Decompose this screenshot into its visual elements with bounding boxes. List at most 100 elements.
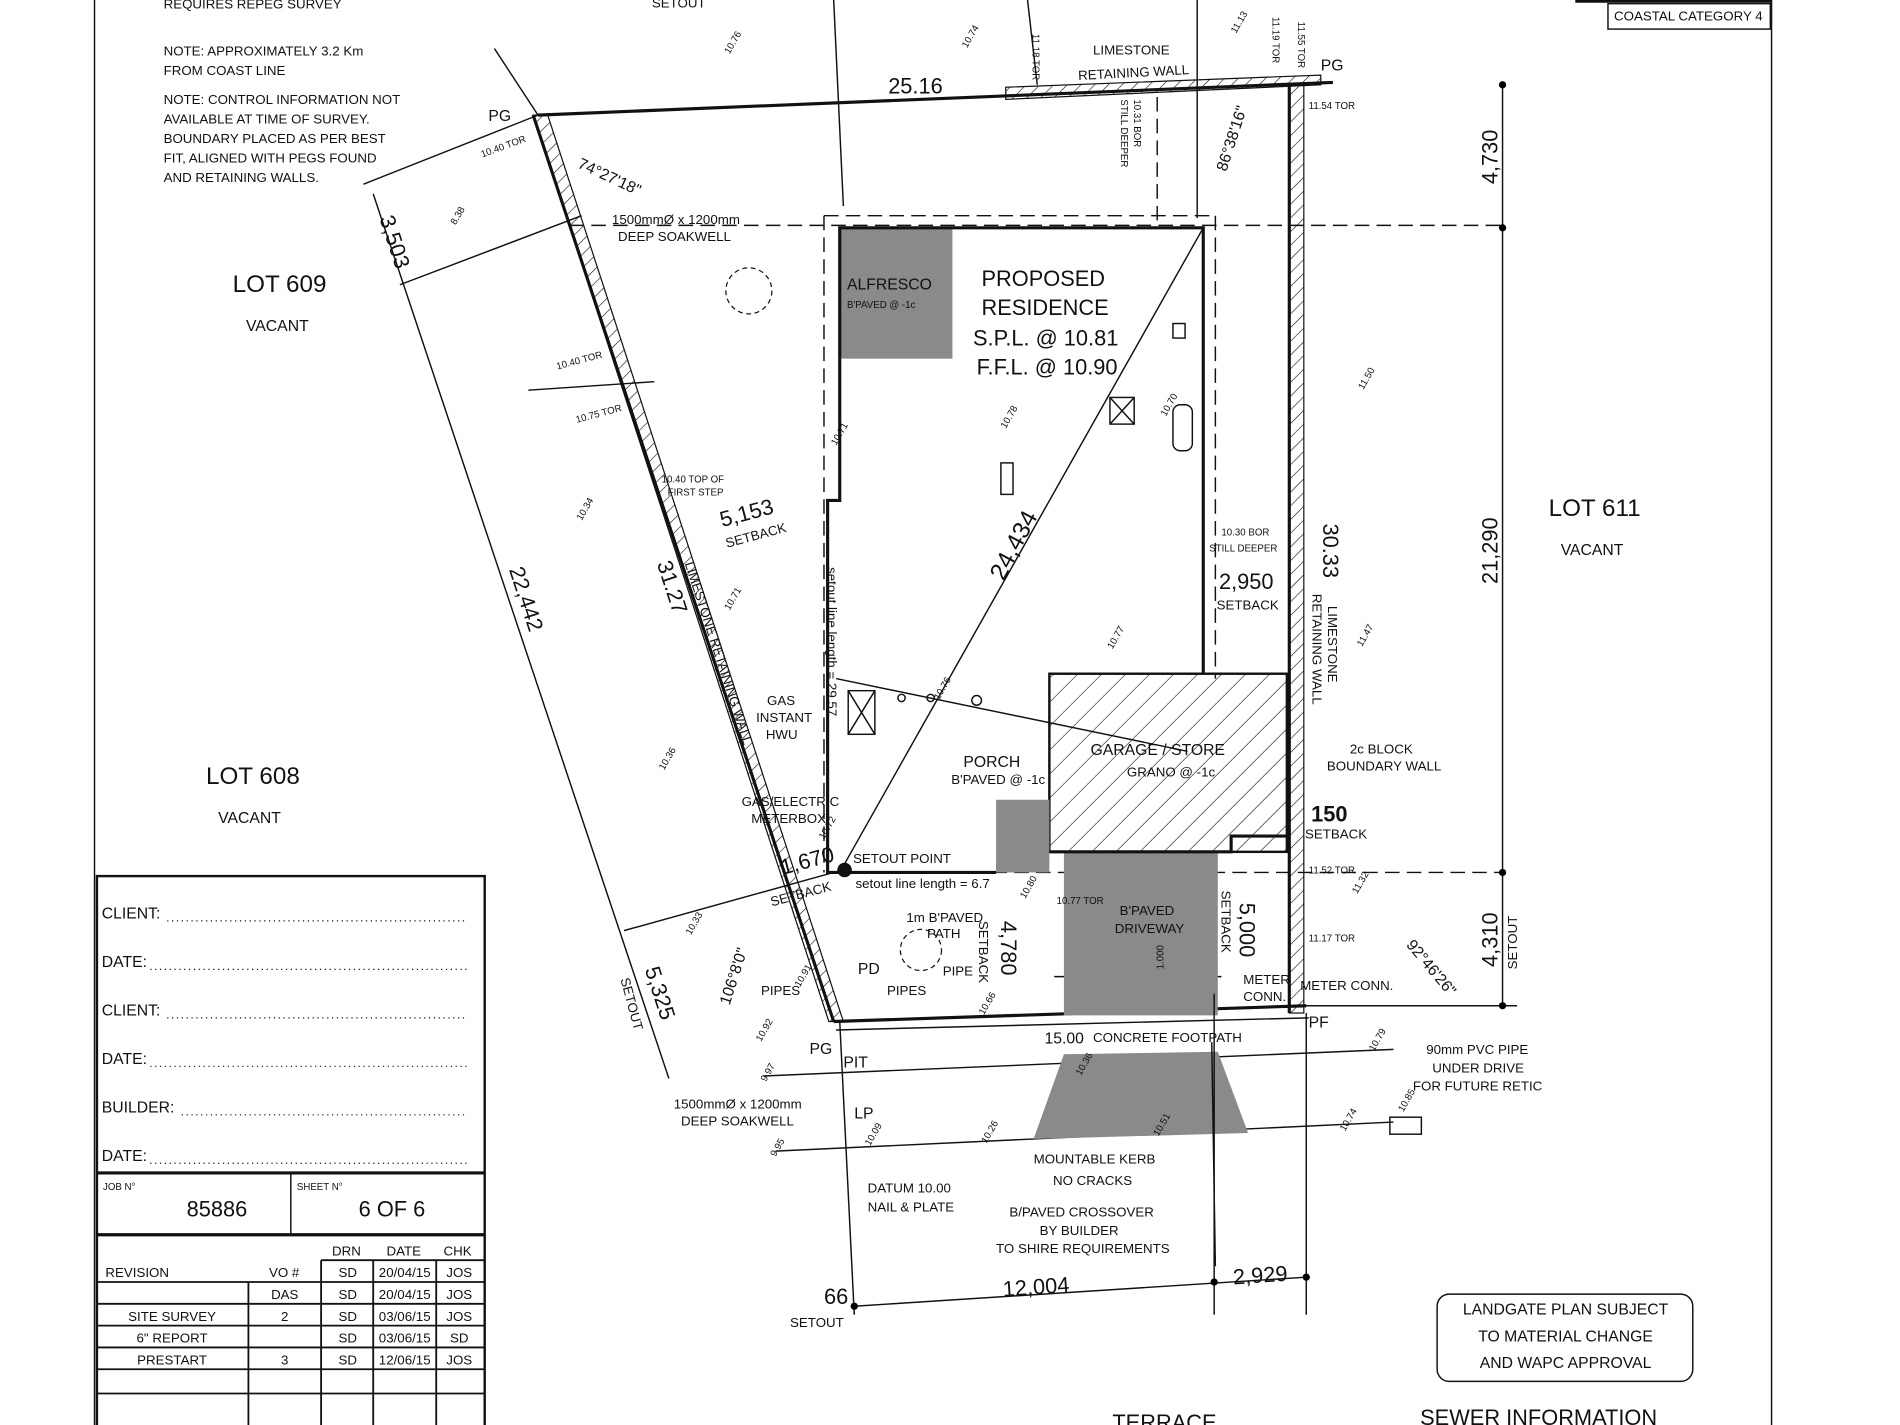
svg-text:10.85: 10.85 — [1396, 1087, 1418, 1114]
svg-text:22,442: 22,442 — [504, 563, 548, 634]
svg-text:PROPOSED: PROPOSED — [982, 266, 1106, 291]
svg-text:4,780: 4,780 — [996, 921, 1021, 976]
svg-text:10.74: 10.74 — [960, 23, 982, 50]
svg-text:GAS/ELECTRIC: GAS/ELECTRIC — [742, 794, 840, 809]
svg-text:setout line length = 6.7: setout line length = 6.7 — [855, 876, 989, 891]
svg-text:AND WAPC APPROVAL: AND WAPC APPROVAL — [1480, 1355, 1652, 1372]
svg-text:F.F.L. @ 10.90: F.F.L. @ 10.90 — [977, 354, 1118, 379]
svg-text:10.77 TOR: 10.77 TOR — [1057, 896, 1104, 907]
svg-text:10.76: 10.76 — [723, 30, 745, 57]
svg-text:9.95: 9.95 — [769, 1137, 788, 1159]
svg-text:B'PAVED: B'PAVED — [1120, 903, 1175, 918]
svg-text:CHK: CHK — [443, 1243, 471, 1258]
svg-text:8.38: 8.38 — [449, 205, 468, 227]
revision-chk: JOS — [446, 1265, 472, 1280]
svg-text:DATE:: DATE: — [102, 954, 147, 971]
svg-text:FIRST STEP: FIRST STEP — [668, 488, 724, 499]
revision-chk: JOS — [446, 1352, 472, 1367]
svg-text:10.78: 10.78 — [999, 404, 1021, 431]
revision-date: 12/06/15 — [379, 1352, 431, 1367]
svg-text:DATE:: DATE: — [102, 1051, 147, 1068]
svg-text:DEEP SOAKWELL: DEEP SOAKWELL — [681, 1114, 794, 1129]
diagonal-dimension — [839, 227, 1204, 873]
lot-boundary — [363, 0, 1333, 1315]
svg-text:BOUNDARY PLACED AS PER BEST: BOUNDARY PLACED AS PER BEST — [164, 131, 386, 146]
svg-text:2,950: 2,950 — [1219, 569, 1274, 594]
svg-text:BOUNDARY WALL: BOUNDARY WALL — [1327, 759, 1441, 774]
svg-text:90mm PVC PIPE: 90mm PVC PIPE — [1426, 1042, 1528, 1057]
svg-text:MOUNTABLE KERB: MOUNTABLE KERB — [1034, 1151, 1156, 1166]
landgate-note-box: LANDGATE PLAN SUBJECT TO MATERIAL CHANGE… — [1436, 1293, 1694, 1383]
house-footprint — [826, 226, 1289, 1140]
svg-text:5,000: 5,000 — [1235, 903, 1260, 958]
svg-text:9.97: 9.97 — [759, 1062, 778, 1084]
svg-text:NAIL & PLATE: NAIL & PLATE — [868, 1200, 955, 1215]
svg-text:SETOUT POINT: SETOUT POINT — [853, 851, 951, 866]
svg-text:10.34: 10.34 — [575, 496, 597, 523]
porch-area — [996, 799, 1050, 873]
revision-revision: PRESTART — [137, 1352, 207, 1367]
svg-text:SETOUT: SETOUT — [652, 0, 706, 10]
svg-text:11.19 TOR: 11.19 TOR — [1269, 17, 1280, 63]
svg-text:CONN.: CONN. — [1243, 989, 1286, 1004]
svg-text:STILL DEEPER: STILL DEEPER — [1209, 543, 1277, 554]
sewer-heading: SEWER INFORMATION — [1420, 1405, 1657, 1425]
svg-text:21,290: 21,290 — [1478, 517, 1503, 584]
svg-text:S.P.L. @ 10.81: S.P.L. @ 10.81 — [973, 325, 1118, 350]
hwu-box — [847, 689, 876, 736]
svg-text:11.17 TOR: 11.17 TOR — [1309, 934, 1355, 945]
revision-date: 20/04/15 — [379, 1265, 431, 1280]
svg-text:LOT 609: LOT 609 — [233, 271, 327, 298]
svg-text:PATH: PATH — [927, 926, 961, 941]
svg-text:INSTANT: INSTANT — [756, 710, 812, 725]
svg-text:JOB N°: JOB N° — [103, 1182, 136, 1193]
svg-text:NO CRACKS: NO CRACKS — [1053, 1173, 1132, 1188]
svg-text:RETAINING WALL: RETAINING WALL — [1078, 62, 1190, 83]
svg-text:SETOUT: SETOUT — [790, 1315, 844, 1330]
svg-text:10.75 TOR: 10.75 TOR — [575, 403, 623, 426]
svg-text:150: 150 — [1311, 802, 1347, 827]
svg-text:10.09: 10.09 — [863, 1121, 885, 1148]
svg-text:NOTE: APPROXIMATELY 3.2 Km: NOTE: APPROXIMATELY 3.2 Km — [164, 44, 364, 59]
svg-text:30.33: 30.33 — [1318, 523, 1343, 578]
svg-text:10.80: 10.80 — [1018, 874, 1040, 901]
svg-text:VO #: VO # — [269, 1265, 300, 1280]
svg-text:PG: PG — [488, 108, 511, 125]
svg-text:PD: PD — [858, 961, 880, 978]
svg-text:DRIVEWAY: DRIVEWAY — [1115, 921, 1185, 936]
driveway-area — [1063, 851, 1218, 1016]
svg-text:85886: 85886 — [187, 1197, 248, 1222]
revision-chk: SD — [450, 1331, 469, 1346]
svg-text:4,310: 4,310 — [1478, 912, 1503, 967]
svg-text:B/PAVED CROSSOVER: B/PAVED CROSSOVER — [1009, 1205, 1154, 1220]
svg-text:10.36: 10.36 — [657, 746, 679, 773]
soakwell-bottom — [899, 928, 943, 972]
revision-drn: SD — [339, 1331, 358, 1346]
svg-text:SETOUT: SETOUT — [618, 976, 646, 1032]
svg-text:GARAGE / STORE: GARAGE / STORE — [1091, 742, 1226, 759]
revision-revision: SITE SURVEY — [128, 1309, 216, 1324]
svg-text:LIMESTONE: LIMESTONE — [1325, 606, 1340, 683]
svg-text:ALFRESCO: ALFRESCO — [847, 277, 932, 294]
svg-text:24,434: 24,434 — [985, 506, 1044, 584]
svg-text:10.91: 10.91 — [793, 963, 815, 990]
svg-text:SETBACK: SETBACK — [1218, 891, 1233, 953]
revision-chk: JOS — [446, 1287, 472, 1302]
svg-text:SHEET N°: SHEET N° — [297, 1182, 343, 1193]
svg-text:PIT: PIT — [843, 1055, 868, 1072]
svg-text:SETBACK: SETBACK — [1217, 598, 1279, 613]
svg-text:25.16: 25.16 — [888, 73, 943, 98]
svg-text:TO SHIRE REQUIREMENTS: TO SHIRE REQUIREMENTS — [996, 1241, 1170, 1256]
svg-text:NOTE: CONTROL INFORMATION NOT: NOTE: CONTROL INFORMATION NOT — [164, 92, 401, 107]
soakwell-top — [725, 267, 773, 315]
svg-text:RETAINING WALL: RETAINING WALL — [1309, 594, 1324, 705]
svg-text:RESIDENCE: RESIDENCE — [982, 295, 1109, 320]
svg-text:FOR FUTURE RETIC: FOR FUTURE RETIC — [1413, 1079, 1543, 1094]
svg-text:12,004: 12,004 — [1002, 1272, 1070, 1302]
svg-text:10.40 TOR: 10.40 TOR — [480, 134, 528, 160]
svg-text:10.92: 10.92 — [754, 1017, 776, 1044]
svg-text:COASTAL CATEGORY 4: COASTAL CATEGORY 4 — [1614, 9, 1763, 24]
svg-text:1m B'PAVED: 1m B'PAVED — [906, 910, 983, 925]
revision-vo: DAS — [271, 1287, 298, 1302]
